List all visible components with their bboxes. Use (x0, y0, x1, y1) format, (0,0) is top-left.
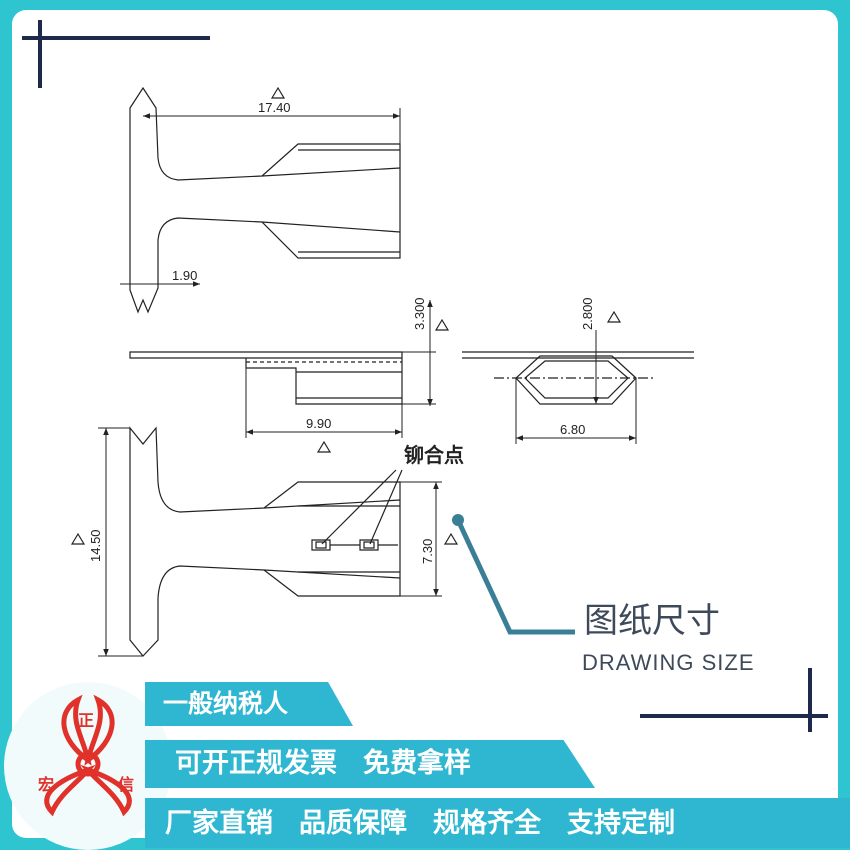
caption-chinese: 图纸尺寸 (584, 601, 720, 641)
tolerance-triangles (70, 86, 622, 545)
dim-total-width: 14.50 (88, 529, 103, 562)
banner-invoice-sample: 可开正规发票免费拿样 (145, 740, 595, 788)
banner-factory: 厂家直销品质保障规格齐全支持定制 (145, 798, 850, 848)
banner-custom: 支持定制 (567, 808, 675, 839)
dim-barrel-width: 6.80 (560, 422, 585, 437)
banner-specs: 规格齐全 (433, 808, 541, 839)
dim-barrel-height: 7.30 (420, 539, 435, 564)
dim-height-front: 2.800 (580, 297, 595, 330)
company-logo: 正 宏 信 (4, 682, 172, 850)
dim-height-side: 3.300 (412, 297, 427, 330)
banner-direct-sale: 厂家直销 (165, 808, 273, 839)
rivet-point-1 (311, 539, 331, 551)
terminal-top-view (129, 86, 401, 314)
svg-text:宏: 宏 (38, 775, 54, 794)
banner-invoice: 可开正规发票 (175, 748, 337, 779)
corner-mark-bottom-right (640, 668, 828, 732)
rivet-point-2 (359, 539, 379, 551)
front-view-barrel (515, 355, 637, 405)
banner-taxpayer: 一般纳税人 (145, 682, 353, 726)
dim-length-total: 17.40 (258, 100, 291, 115)
banner-quality: 品质保障 (299, 808, 407, 839)
svg-text:信: 信 (118, 775, 134, 794)
corner-mark-top-left (22, 20, 210, 88)
rivet-callout-label: 铆合点 (404, 443, 464, 467)
terminal-side-view (129, 351, 403, 405)
caption-leader (452, 514, 575, 635)
dim-barrel-length: 9.90 (306, 416, 331, 431)
dim-thickness: 1.90 (172, 268, 197, 283)
caption-english: DRAWING SIZE (582, 650, 755, 675)
svg-text:正: 正 (78, 711, 94, 730)
banner-free-sample: 免费拿样 (363, 748, 471, 779)
